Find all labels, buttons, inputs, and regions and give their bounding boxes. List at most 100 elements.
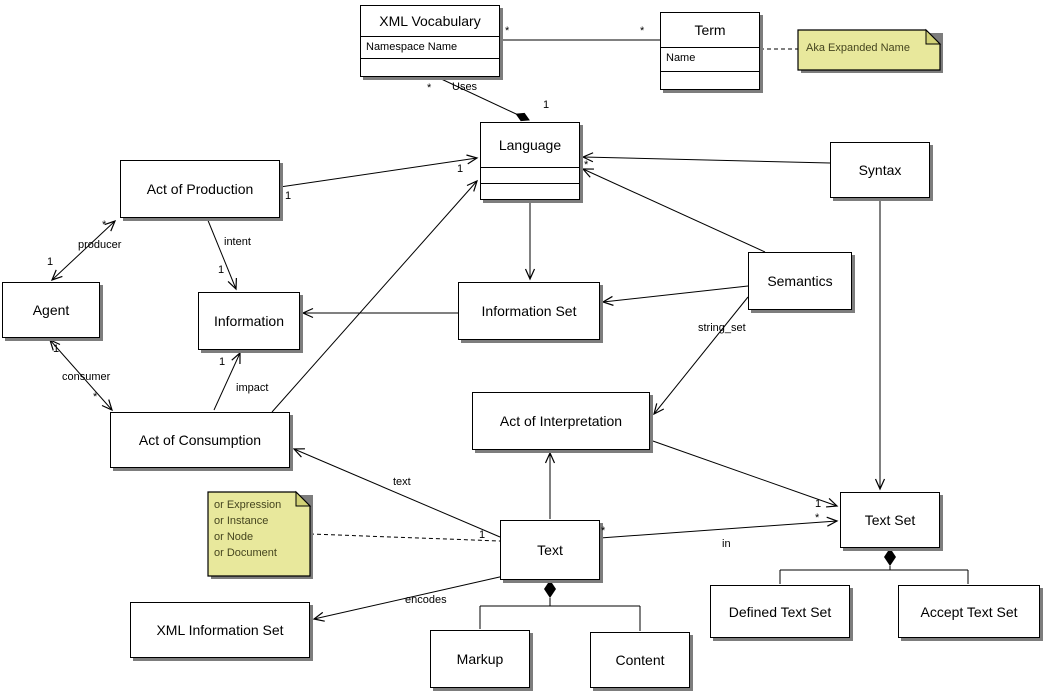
label-producer: producer (78, 239, 122, 251)
edge-syntax-language (581, 152, 831, 164)
multiplicity-text-one: 1 (479, 529, 486, 541)
label-encodes: encodes (405, 594, 447, 606)
class-act-of-production[interactable]: Act of Production (120, 160, 280, 218)
note-aka-text: Aka Expanded Name (806, 42, 910, 54)
class-text[interactable]: Text (500, 520, 600, 580)
multiplicity-term: * (640, 25, 645, 37)
class-title: Text (537, 542, 563, 558)
edge-semantics-language (581, 168, 766, 253)
class-language[interactable]: Language (480, 122, 580, 200)
class-information-set[interactable]: Information Set (458, 282, 600, 340)
class-compartment-empty (481, 167, 579, 183)
edge-interpretation-textset (649, 439, 839, 508)
class-title: Accept Text Set (920, 603, 1018, 620)
class-accept-text-set[interactable]: Accept Text Set (898, 585, 1040, 638)
class-title: XML Vocabulary (379, 13, 481, 29)
edge-consumption-information-impact (213, 351, 241, 411)
class-title: Term (694, 22, 726, 38)
edge-text-xmlinfoset-encodes (312, 575, 505, 622)
label-string-set: string_set (698, 322, 746, 334)
class-content[interactable]: Content (590, 632, 690, 688)
multiplicity-agent-consumer-one: 1 (53, 343, 60, 355)
multiplicity-uses-one: 1 (543, 99, 550, 111)
note-aliases-body[interactable] (207, 491, 311, 577)
multiplicity-agent-producer-one: 1 (47, 256, 54, 268)
note-alias-line: or Node (214, 531, 254, 543)
class-text-set[interactable]: Text Set (840, 492, 940, 548)
class-agent[interactable]: Agent (2, 282, 100, 338)
label-consumer: consumer (62, 371, 111, 383)
class-title: Semantics (767, 273, 833, 289)
class-title: Act of Production (146, 181, 254, 197)
edge-consumption-text (292, 448, 501, 538)
class-act-of-consumption[interactable]: Act of Consumption (110, 412, 290, 468)
multiplicity-impact-one: 1 (219, 356, 226, 368)
edge-text-textset-in (599, 516, 839, 539)
note-fold-icon (925, 28, 942, 45)
class-compartment-empty (661, 71, 759, 89)
class-title: Act of Consumption (138, 432, 262, 448)
label-in: in (722, 538, 731, 550)
class-semantics[interactable]: Semantics (748, 252, 852, 310)
class-defined-text-set[interactable]: Defined Text Set (710, 585, 850, 638)
class-attribute: Namespace Name (361, 36, 499, 58)
edge-production-language (279, 154, 479, 188)
class-title: Agent (32, 302, 70, 318)
multiplicity-language-one: 1 (457, 163, 464, 175)
edge-agent-production (50, 220, 117, 281)
label-uses: Uses (452, 81, 478, 93)
edge-text-composition-tree (479, 580, 641, 631)
class-title: Markup (456, 651, 504, 667)
edge-agent-consumption (49, 338, 113, 412)
class-title: XML Information Set (156, 622, 284, 638)
multiplicity-semantics-language-many: * (584, 159, 589, 171)
class-markup[interactable]: Markup (430, 630, 530, 688)
edge-vocabulary-language-uses (436, 76, 530, 122)
class-act-of-interpretation[interactable]: Act of Interpretation (472, 392, 650, 450)
class-compartment-empty (361, 58, 499, 76)
note-alias-line: or Document (214, 547, 277, 559)
multiplicity-production-many: * (102, 219, 107, 231)
note-alias-line: or Instance (214, 515, 269, 527)
class-title: Information Set (481, 303, 577, 319)
multiplicity-text-many: * (601, 525, 606, 537)
composition-diamond-textset (884, 548, 896, 566)
class-syntax[interactable]: Syntax (830, 142, 930, 198)
label-text: text (393, 476, 411, 488)
edge-note-text-dashed (309, 533, 501, 542)
class-title: Content (615, 652, 665, 668)
label-intent: intent (224, 236, 251, 248)
multiplicity-consumption-many: * (93, 391, 98, 403)
note-aka-expanded-name[interactable] (797, 28, 943, 73)
note-alias-line: or Expression (214, 499, 282, 511)
label-impact: impact (236, 382, 269, 394)
class-title: Text Set (864, 512, 916, 528)
class-xml-vocabulary[interactable]: XML Vocabulary Namespace Name (360, 5, 500, 77)
class-compartment-empty (481, 183, 579, 199)
class-title: Syntax (858, 162, 902, 178)
note-aka-body[interactable] (797, 29, 941, 71)
multiplicity-vocabulary: * (505, 25, 510, 37)
class-xml-information-set[interactable]: XML Information Set (130, 602, 310, 658)
class-term[interactable]: Term Name (660, 12, 760, 90)
multiplicity-textset-many: * (815, 512, 820, 524)
note-aliases-text: or Expression or Instance or Node or Doc… (214, 497, 281, 561)
note-text-aliases[interactable] (207, 490, 313, 579)
edge-textset-composition-tree (779, 548, 969, 584)
note-fold-icon (295, 490, 312, 507)
composition-diamond-text (544, 580, 556, 598)
class-information[interactable]: Information (198, 292, 300, 350)
class-title: Information (213, 313, 285, 329)
multiplicity-intent-one: 1 (218, 264, 225, 276)
class-title: Language (498, 137, 562, 153)
multiplicity-production-one: 1 (285, 190, 292, 202)
edge-production-information-intent (206, 217, 237, 291)
edge-semantics-informationset (601, 285, 749, 306)
edge-consumption-language (271, 179, 478, 413)
edge-semantics-interpretation (653, 296, 749, 416)
multiplicity-textset-one: 1 (815, 498, 822, 510)
multiplicity-uses-many: * (427, 82, 432, 94)
class-title: Defined Text Set (728, 603, 832, 620)
